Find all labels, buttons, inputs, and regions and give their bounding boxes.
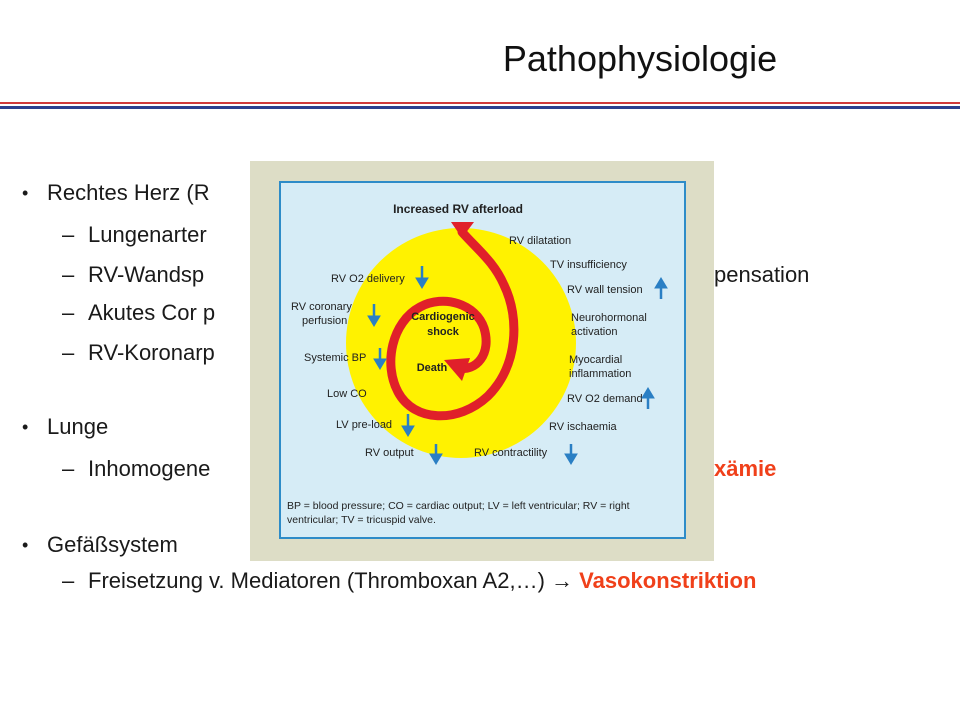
label-death: Death <box>417 362 448 374</box>
down-arrow-icon <box>564 444 578 465</box>
spiral-arrowhead <box>444 358 470 381</box>
label-activation: activation <box>571 326 617 338</box>
label-perfusion: perfusion <box>302 315 347 327</box>
bullet-lunge: Lunge <box>47 414 109 439</box>
label-cardiogenic: Cardiogenic <box>411 311 475 323</box>
label-inflammation: inflammation <box>569 368 631 380</box>
down-arrow-icon <box>415 266 429 289</box>
label-increased-rv-afterload: Increased RV afterload <box>393 202 523 216</box>
down-arrow-icon <box>401 414 415 437</box>
bullet-rechtes-herz: Rechtes Herz (R <box>47 180 210 205</box>
label-rv-ischaemia: RV ischaemia <box>549 421 618 433</box>
sub-freisetzung: Freisetzung v. Mediatoren (Thromboxan A2… <box>88 568 756 594</box>
label-lv-pre-load: LV pre-load <box>336 419 392 431</box>
sub-hypoxaemie-tail: xämie <box>714 456 777 481</box>
label-rv-wall-tension: RV wall tension <box>567 284 643 296</box>
bullet-marker: • <box>22 535 29 555</box>
sub-inhomogene: Inhomogene <box>88 456 211 481</box>
down-arrow-icon <box>367 304 381 327</box>
title-rule-blue <box>0 106 960 109</box>
dash-marker: – <box>62 568 75 593</box>
vasokonstriktion-label: Vasokonstriktion <box>579 568 757 593</box>
label-rv-o2-demand: RV O2 demand <box>567 393 643 405</box>
down-arrow-icon <box>373 348 387 370</box>
label-tv-insufficiency: TV insufficiency <box>550 259 627 271</box>
bullet-marker: • <box>22 183 29 203</box>
label-rv-output: RV output <box>365 447 414 459</box>
arrow-right-icon: → <box>551 568 574 593</box>
dash-marker: – <box>62 300 75 325</box>
down-arrow-icon <box>429 444 443 465</box>
dash-marker: – <box>62 222 75 247</box>
dash-marker: – <box>62 456 75 481</box>
sub-rv-koronar: RV-Koronarp <box>88 340 215 365</box>
bullet-marker: • <box>22 417 29 437</box>
label-rv-contractility: RV contractility <box>474 447 548 459</box>
page-title: Pathophysiologie <box>502 38 778 79</box>
label-low-co: Low CO <box>327 388 367 400</box>
label-rv-dilatation: RV dilatation <box>509 235 571 247</box>
dash-marker: – <box>62 262 75 287</box>
up-arrow-icon <box>654 277 668 299</box>
title-rule-red <box>0 102 960 104</box>
spiral-outer <box>386 227 519 421</box>
dash-marker: – <box>62 340 75 365</box>
label-rv-coronary: RV coronary <box>291 301 352 313</box>
up-arrow-icon <box>641 387 655 409</box>
bullet-gefaesssystem: Gefäßsystem <box>47 532 178 557</box>
sub-rv-wandspannung: RV-Wandsp <box>88 262 205 287</box>
label-neurohormonal: Neurohormonal <box>571 312 647 324</box>
sub-akutes-cor: Akutes Cor p <box>88 300 216 325</box>
label-rv-o2-delivery: RV O2 delivery <box>331 273 405 285</box>
label-myocardial: Myocardial <box>569 354 622 366</box>
sub-rv-wandspannung-tail: pensation <box>714 262 810 287</box>
top-arrowhead <box>451 222 474 238</box>
sub-freisetzung-text: Freisetzung v. Mediatoren (Thromboxan A2… <box>88 568 545 593</box>
diagram-footnote: BP = blood pressure; CO = cardiac output… <box>287 500 630 526</box>
sub-lungenarterie: Lungenarter <box>88 222 207 247</box>
label-shock: shock <box>427 326 460 338</box>
label-systemic-bp: Systemic BP <box>304 352 366 364</box>
